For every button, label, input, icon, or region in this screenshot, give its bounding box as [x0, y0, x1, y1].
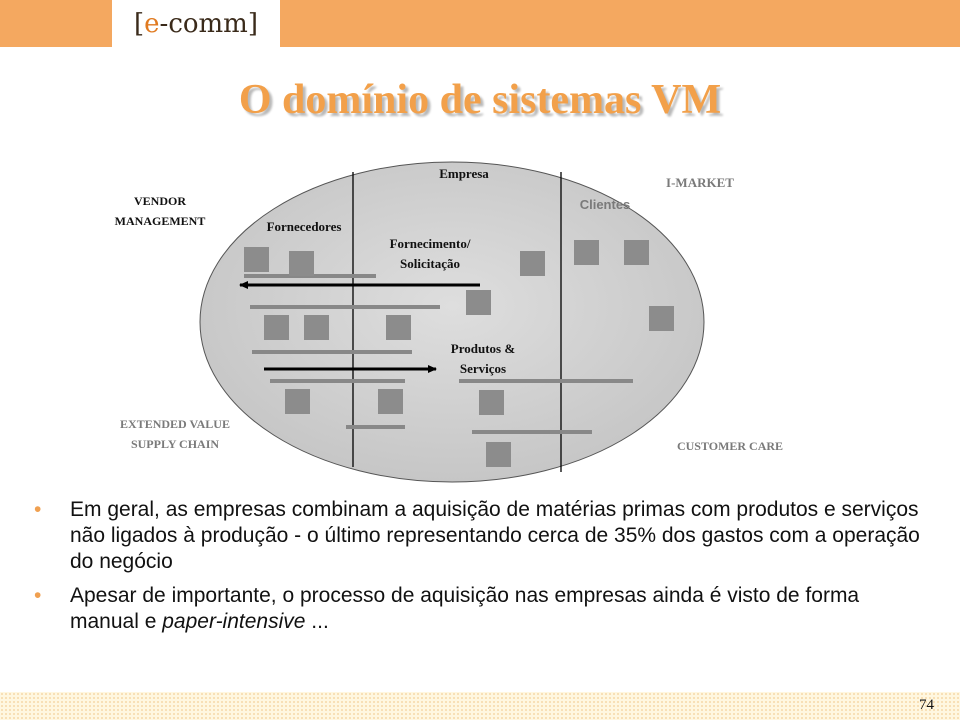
entity-block: [378, 389, 403, 414]
entity-block: [520, 251, 545, 276]
label-servicos: Serviços: [459, 361, 507, 376]
page-title: O domínio de sistemas VM: [238, 77, 722, 123]
label-fornecimento-solicitacao: Fornecimento/ Solicitação: [365, 234, 495, 274]
label-clientes: Clientes: [579, 197, 631, 212]
brand-bracket-close: ]: [247, 8, 258, 39]
entity-block: [466, 290, 491, 315]
bullet-text: Em geral, as empresas combinam a aquisiç…: [70, 498, 920, 573]
bullet-text: Apesar de importante, o processo de aqui…: [70, 584, 860, 633]
entity-block: [304, 315, 329, 340]
bullet-text-italic: paper-intensive: [162, 610, 306, 633]
label-empresa: Empresa: [439, 166, 489, 181]
bullet-item: • Em geral, as empresas combinam a aquis…: [26, 497, 926, 575]
label-management: MANAGEMENT: [114, 214, 206, 228]
brand-e: e: [144, 8, 160, 39]
entity-block: [289, 251, 314, 276]
label-produtos-servicos: Produtos & Serviços: [418, 339, 548, 379]
entity-block: [479, 390, 504, 415]
label-extended-value: EXTENDED VALUE: [120, 417, 230, 431]
label-vendor: VENDOR: [133, 194, 186, 208]
entity-block: [264, 315, 289, 340]
label-extended-value-supply-chain: EXTENDED VALUE SUPPLY CHAIN: [90, 414, 260, 454]
label-vendor-management: VENDOR MANAGEMENT: [80, 191, 240, 231]
label-produtos: Produtos &: [450, 341, 516, 356]
entity-block: [244, 247, 269, 272]
brand-text: -comm: [159, 8, 248, 39]
entity-block: [386, 315, 411, 340]
bullet-list: • Em geral, as empresas combinam a aquis…: [26, 497, 926, 643]
entity-block: [624, 240, 649, 265]
label-fornecimento: Fornecimento/: [389, 236, 471, 251]
entity-block: [486, 442, 511, 467]
bullet-text-end: ...: [305, 610, 329, 633]
label-solicitacao: Solicitação: [400, 256, 460, 271]
label-fornecedores: Fornecedores: [266, 219, 342, 234]
label-supply-chain: SUPPLY CHAIN: [130, 437, 220, 451]
label-customer-care: CUSTOMER CARE: [676, 439, 784, 453]
footer-band: [0, 692, 960, 720]
bullet-icon: •: [34, 584, 42, 607]
bullet-icon: •: [34, 498, 42, 521]
label-i-market: I-MARKET: [666, 175, 734, 190]
entity-block: [649, 306, 674, 331]
page-number: 74: [919, 697, 934, 713]
brand-logo: [e-comm]: [112, 0, 280, 47]
bullet-item: • Apesar de importante, o processo de aq…: [26, 583, 926, 635]
entity-blocks: [244, 240, 674, 467]
brand-bracket-open: [: [133, 8, 145, 39]
entity-block: [574, 240, 599, 265]
entity-block: [285, 389, 310, 414]
header-band-left: [0, 0, 112, 47]
header-band-right: [280, 0, 960, 47]
flow-lines: [244, 274, 633, 434]
